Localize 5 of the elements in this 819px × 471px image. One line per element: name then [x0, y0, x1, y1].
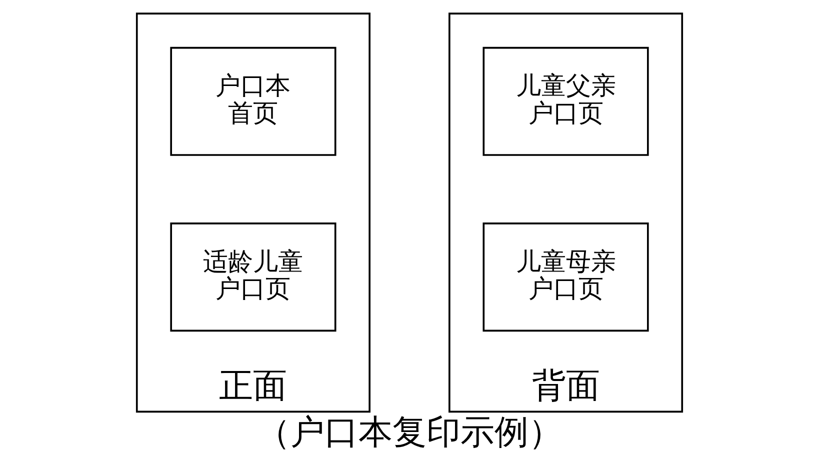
- caption: （户口本复印示例）: [256, 412, 562, 452]
- node-box: 户口本首页: [170, 46, 336, 156]
- node-box: 儿童母亲户口页: [482, 222, 649, 332]
- node-box: 儿童父亲户口页: [482, 46, 649, 156]
- node-box: 适龄儿童户口页: [170, 222, 336, 332]
